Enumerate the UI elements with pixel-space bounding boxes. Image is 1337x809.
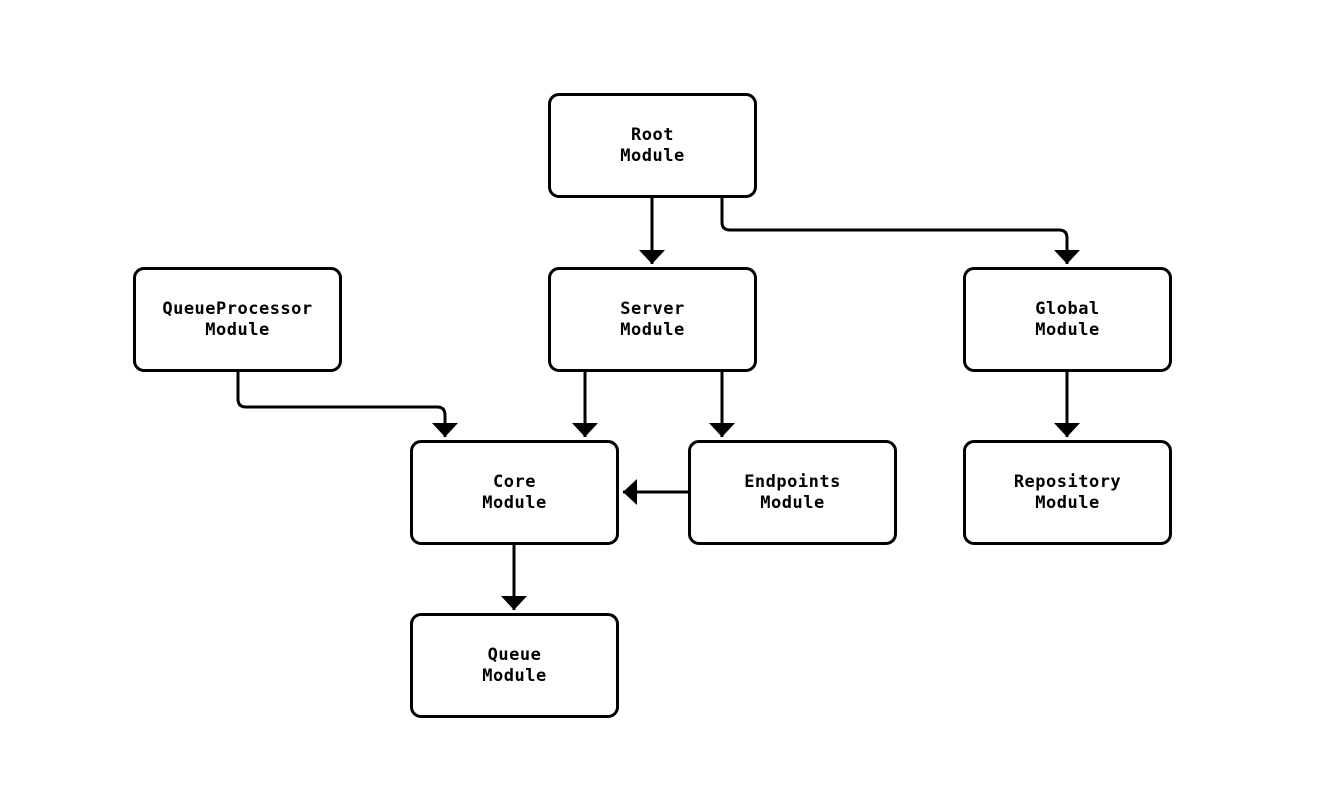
node-global-module-label: Global Module bbox=[1035, 298, 1100, 340]
node-server-module: Server Module bbox=[548, 267, 757, 372]
node-root-module: Root Module bbox=[548, 93, 757, 198]
node-endpoints-module-label: Endpoints Module bbox=[744, 471, 841, 513]
node-global-module: Global Module bbox=[963, 267, 1172, 372]
node-repository-module-label: Repository Module bbox=[1013, 471, 1122, 513]
node-queue-module-label: Queue Module bbox=[482, 644, 547, 686]
edge-queueprocessor-to-core bbox=[236, 372, 458, 437]
node-root-module-label: Root Module bbox=[620, 124, 685, 166]
node-server-module-label: Server Module bbox=[620, 298, 685, 340]
node-core-module: Core Module bbox=[410, 440, 619, 545]
node-queueprocessor-module: QueueProcessor Module bbox=[133, 267, 342, 372]
node-repository-module: Repository Module bbox=[963, 440, 1172, 545]
node-queueprocessor-module-label: QueueProcessor Module bbox=[162, 298, 313, 340]
node-endpoints-module: Endpoints Module bbox=[688, 440, 897, 545]
edge-root-to-global bbox=[720, 198, 1080, 264]
node-queue-module: Queue Module bbox=[410, 613, 619, 718]
node-core-module-label: Core Module bbox=[482, 471, 547, 513]
